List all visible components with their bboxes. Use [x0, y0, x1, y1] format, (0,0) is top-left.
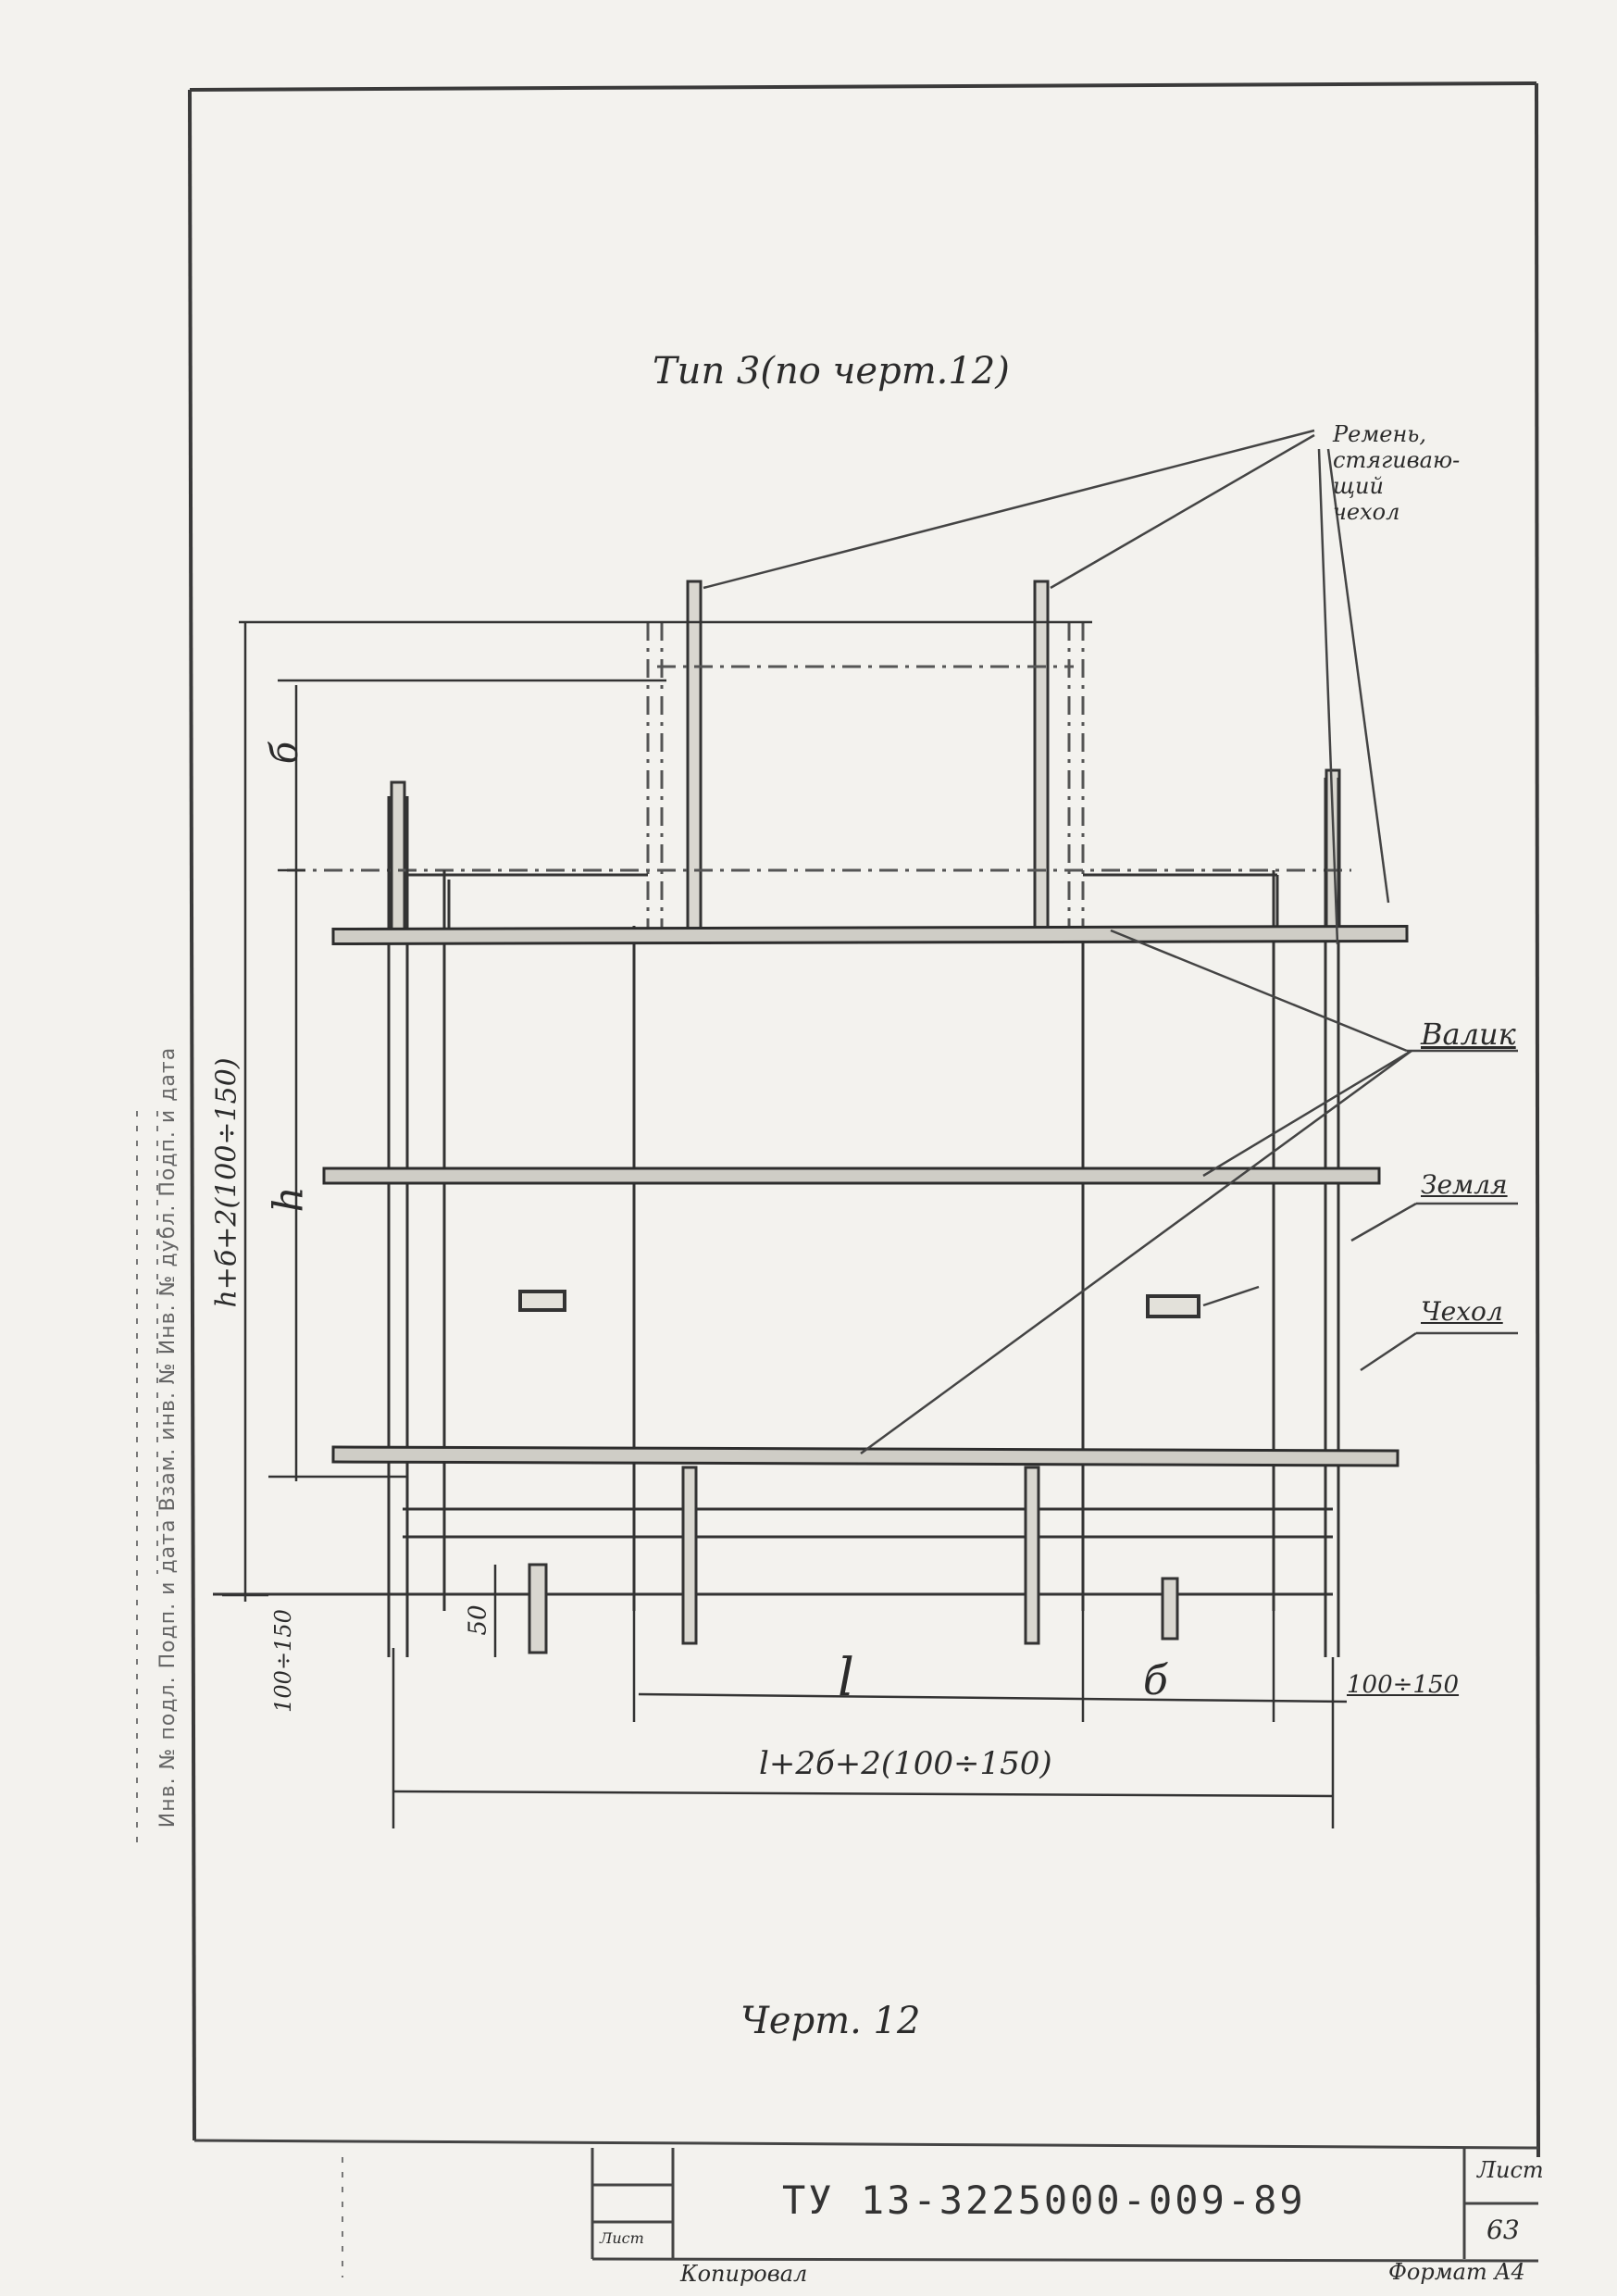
inner-top-box	[407, 873, 1279, 930]
drawing-caption: Черт. 12	[740, 2000, 921, 2042]
dim-bottom-margin: 100÷150	[269, 1609, 296, 1713]
copied-label: Копировал	[680, 2261, 808, 2287]
dim-total-height: h+б+2(100÷150)	[210, 1057, 243, 1308]
roller-callout: Валик	[1421, 1017, 1516, 1052]
dimension-lines	[222, 620, 1348, 1828]
dim-b-top: б	[264, 741, 307, 765]
dim-l: l	[838, 1648, 854, 1708]
drawing-title: Тип 3(по черт.12)	[653, 350, 1010, 393]
rollers	[322, 924, 1409, 1467]
handles	[518, 1290, 1200, 1318]
dim-b-bottom: б	[1143, 1657, 1168, 1704]
format-label: Формат А4	[1388, 2259, 1525, 2285]
construction-lines	[287, 622, 1351, 930]
dim-small-gap: 50	[464, 1604, 492, 1636]
frame-posts	[387, 778, 1340, 1657]
belt-callout-line-3: щий	[1333, 473, 1384, 499]
document-number: ТУ 13-3225000-009-89	[782, 2177, 1306, 2223]
dim-total-width: l+2б+2(100÷150)	[759, 1745, 1052, 1782]
belt-callout-line-4: чехол	[1333, 499, 1400, 525]
title-block-cell-label: Лист	[600, 2229, 644, 2247]
title-block	[193, 2139, 1539, 2263]
belt-straps-bottom	[528, 1466, 1179, 1654]
dim-right-margin: 100÷150	[1347, 1671, 1460, 1699]
belt-straps-top	[390, 580, 1341, 932]
roller-middle	[322, 1167, 1381, 1185]
sheet-number: 63	[1486, 2215, 1520, 2245]
margin-stamp: Инв. № подл. Подп. и дата Взам. инв. № И…	[156, 1046, 180, 1828]
roller-top	[331, 924, 1409, 946]
felt-callout: Земля	[1421, 1169, 1508, 1200]
drawing-frame	[188, 81, 1540, 2158]
sheet-label: Лист	[1477, 2157, 1544, 2183]
belt-callout-line-2: стягиваю-	[1333, 447, 1461, 473]
cover-callout: Чехол	[1421, 1296, 1503, 1327]
leader-lines	[703, 429, 1518, 1455]
margin-stamp-lines	[136, 1111, 343, 2277]
belt-callout: Ремень, стягиваю- щий чехол	[1333, 421, 1460, 525]
dim-h: h	[265, 1186, 313, 1213]
lower-frame-lines	[213, 1507, 1333, 1596]
belt-callout-line-1: Ремень,	[1333, 421, 1426, 447]
